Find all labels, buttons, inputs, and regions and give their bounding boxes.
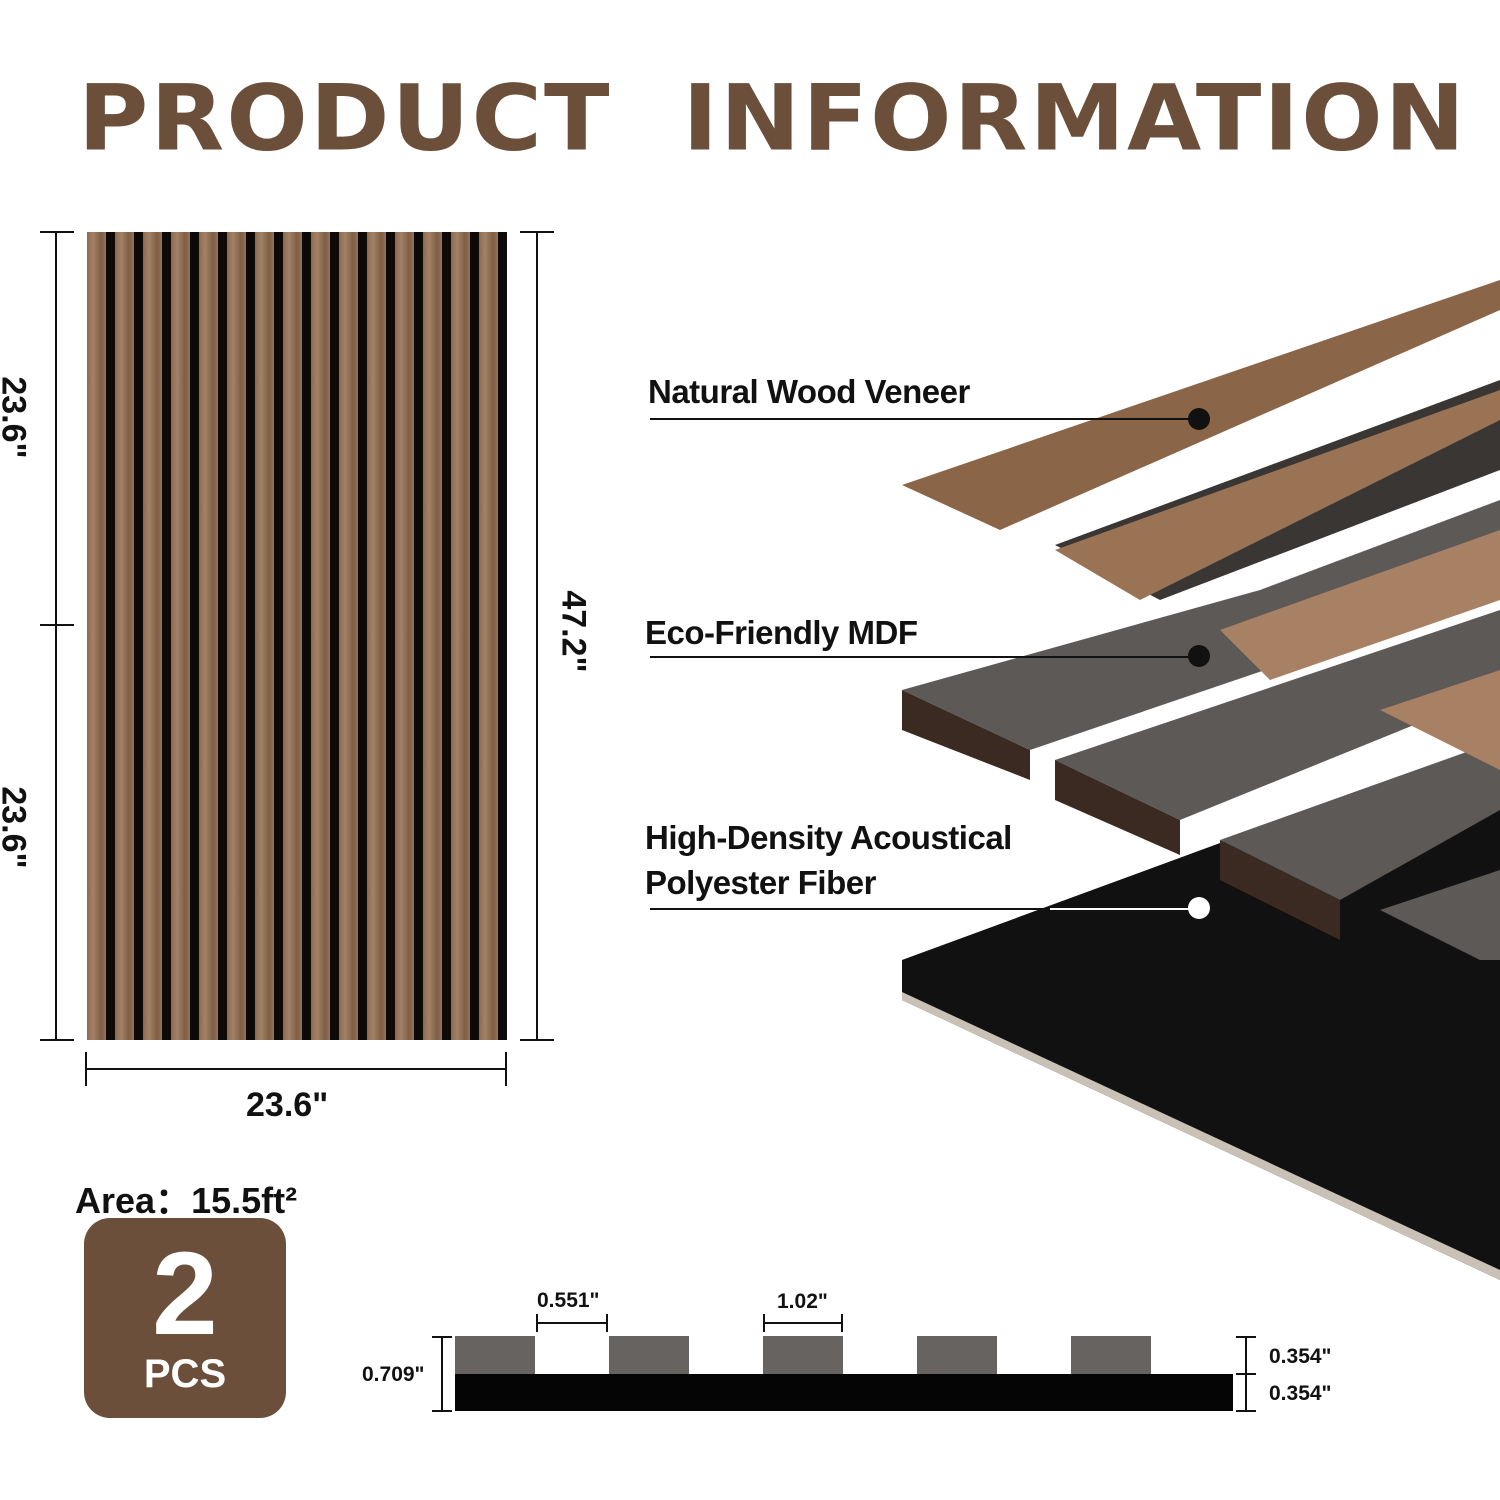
veneer-strip	[1220, 530, 1500, 680]
layer-label-veneer: Natural Wood Veneer	[648, 373, 970, 410]
panel-front-view	[87, 232, 507, 1040]
leader-dot	[1188, 897, 1210, 919]
page-title: PRODUCT INFORMATION	[78, 64, 1468, 172]
layer-label-fiber: High-Density Acoustical	[645, 819, 1012, 856]
mdf-slat	[902, 500, 1500, 750]
tick	[432, 1410, 452, 1412]
tick	[841, 1314, 843, 1332]
tick	[536, 1314, 538, 1332]
badge-unit: PCS	[143, 1352, 227, 1396]
dim-width: 23.6"	[246, 1086, 329, 1124]
tick	[606, 1314, 608, 1332]
tick	[1236, 1373, 1256, 1375]
badge-count: 2	[152, 1228, 218, 1360]
tick	[1236, 1336, 1256, 1338]
area-text: Area：15.5ft²	[75, 1172, 297, 1224]
dim-gap-line	[536, 1322, 608, 1324]
area-value: 15.5ft²	[191, 1180, 298, 1221]
quantity-badge: 2 PCS	[84, 1218, 286, 1418]
tick	[432, 1336, 452, 1338]
area-label: Area：	[75, 1180, 192, 1221]
dim-slat-height: 0.354"	[1269, 1345, 1332, 1368]
tick	[520, 231, 554, 233]
slat-section	[609, 1336, 689, 1374]
veneer-strip	[902, 280, 1500, 530]
dim-slat-width: 1.02"	[777, 1290, 828, 1313]
dim-gap: 0.551"	[537, 1289, 600, 1312]
tick	[40, 1039, 74, 1041]
leader-line	[650, 656, 1200, 658]
tick	[85, 1052, 87, 1086]
leader-line	[650, 908, 1050, 910]
layer-label-fiber-2: Polyester Fiber	[645, 864, 876, 901]
felt-base	[455, 1374, 1233, 1411]
layer-label-mdf: Eco-Friendly MDF	[645, 614, 918, 651]
mdf-slat	[1055, 610, 1500, 820]
veneer-strip	[1380, 670, 1500, 770]
leader-dot	[1188, 645, 1210, 667]
dim-left-top: 23.6"	[0, 376, 33, 459]
leader-line	[1050, 908, 1200, 910]
slat-section	[917, 1336, 997, 1374]
leader-dot	[1188, 408, 1210, 430]
veneer-strip	[1055, 390, 1500, 600]
tick	[1236, 1410, 1256, 1412]
dimension-line-left	[55, 232, 57, 1040]
exploded-layer-view	[902, 280, 1500, 1280]
slat-section	[763, 1336, 843, 1374]
tick	[40, 231, 74, 233]
leader-line	[650, 418, 1200, 420]
tick	[40, 624, 74, 626]
dim-slat-line	[763, 1322, 843, 1324]
dim-total-line	[441, 1337, 443, 1411]
mdf-slat	[1380, 870, 1500, 960]
slat-section	[455, 1336, 535, 1374]
tick	[763, 1314, 765, 1332]
dim-base-height: 0.354"	[1269, 1382, 1332, 1405]
dim-height: 47.2"	[554, 590, 593, 673]
dimension-line-bottom	[86, 1068, 506, 1070]
dimension-line-right	[536, 232, 538, 1040]
dim-total: 0.709"	[362, 1363, 425, 1386]
tick	[520, 1039, 554, 1041]
dim-left-bottom: 23.6"	[0, 786, 33, 869]
slat-section	[1071, 1336, 1151, 1374]
mdf-slat	[1220, 740, 1500, 900]
tick	[505, 1052, 507, 1086]
